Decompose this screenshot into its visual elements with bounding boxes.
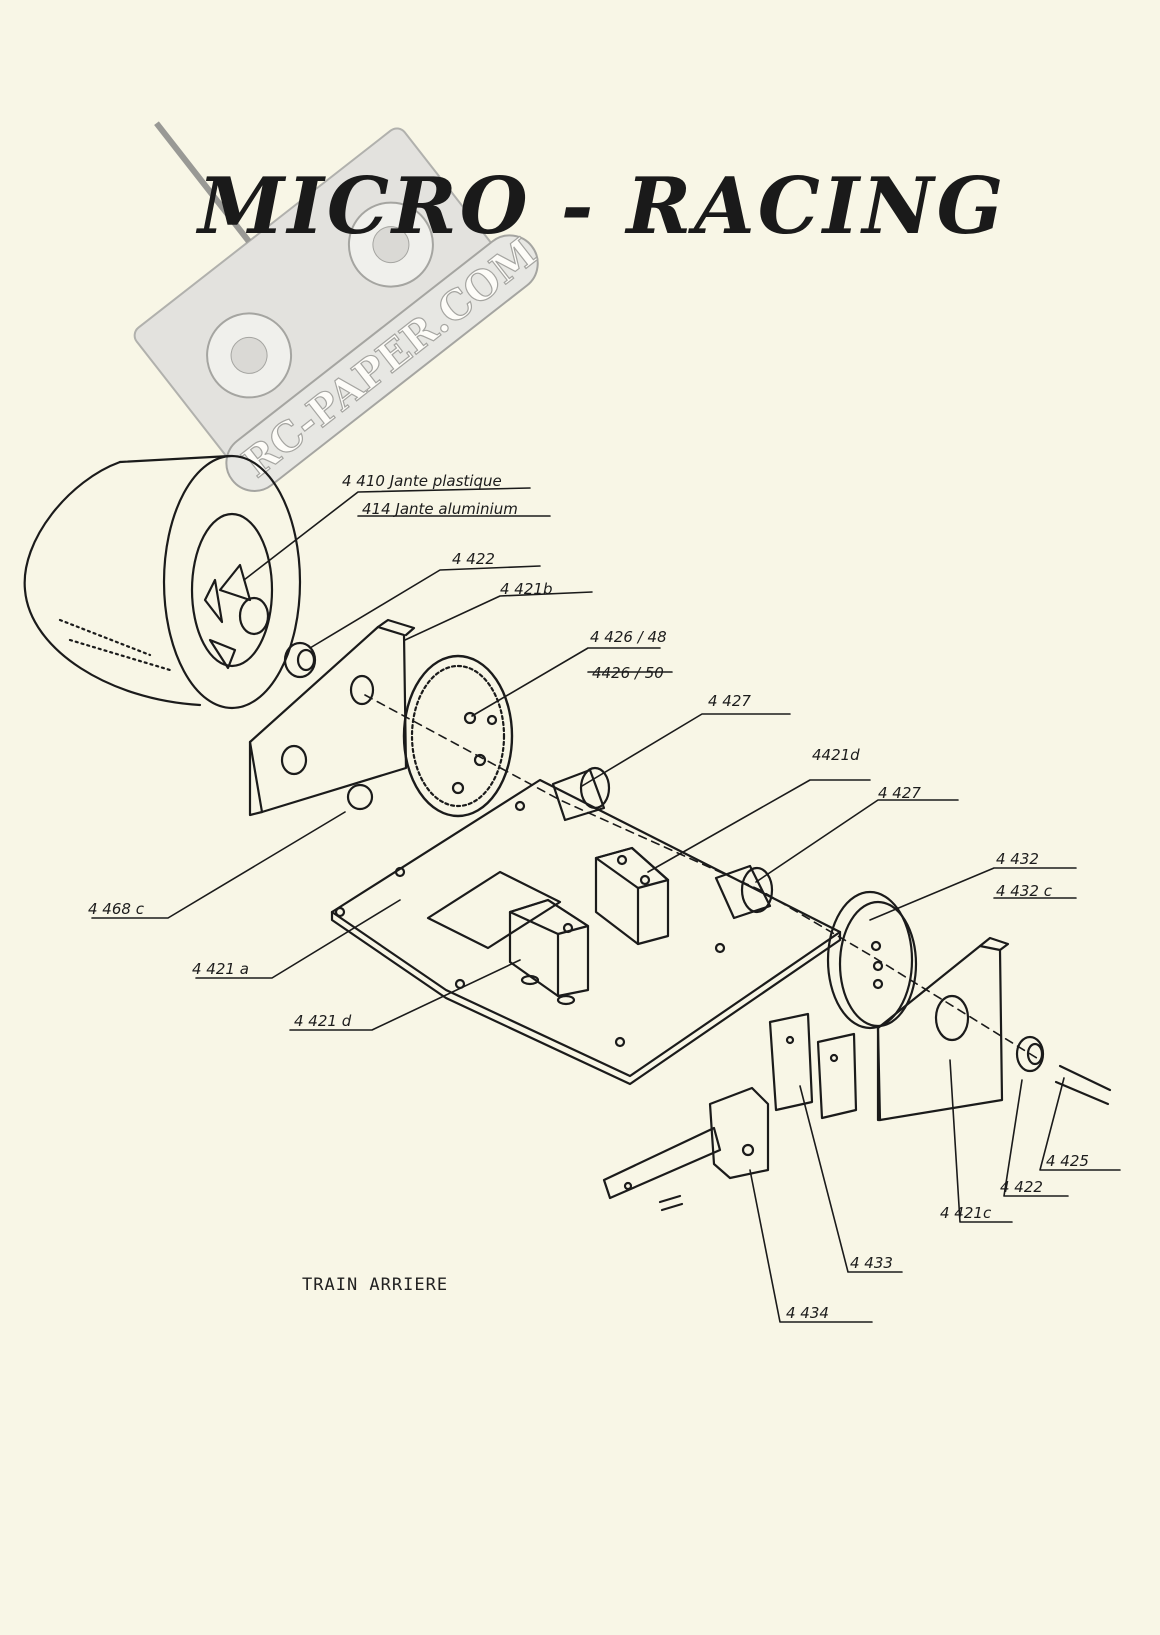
bearing-4468c [346, 783, 374, 811]
label-4426-50: 4426 / 50 [592, 664, 664, 682]
label-4433: 4 433 [850, 1254, 893, 1272]
bearing-plate-4421c [876, 936, 1010, 1122]
bearing-4422-bottom [1015, 1035, 1045, 1073]
document-title: MICRO - RACING [198, 161, 1007, 252]
label-4421a: 4 421 a [192, 960, 249, 978]
label-4468c: 4 468 c [88, 900, 145, 918]
label-4410: 4 410 Jante plastique [342, 472, 502, 490]
label-4422-bottom: 4 422 [1000, 1178, 1043, 1196]
label-4432: 4 432 [996, 850, 1039, 868]
label-4421b: 4 421b [500, 580, 552, 598]
brake-lever-4434 [602, 1086, 770, 1212]
diagram-caption: TRAIN ARRIERE [302, 1275, 449, 1295]
label-4421c: 4 421c [940, 1204, 992, 1222]
label-4427-first: 4 427 [708, 692, 751, 710]
label-4426-48: 4 426 / 48 [590, 628, 667, 646]
transmitter-antenna-icon [154, 121, 252, 244]
label-4421d-top: 4421d [812, 746, 860, 764]
label-414: 414 Jante aluminium [362, 500, 518, 518]
label-4432c: 4 432 c [996, 882, 1053, 900]
label-4422-top: 4 422 [452, 550, 495, 568]
axle-end-4425 [1054, 1064, 1112, 1106]
leader-lines [91, 487, 1121, 1323]
spur-gear-4426 [402, 654, 514, 818]
label-4434: 4 434 [786, 1304, 829, 1322]
label-4425: 4 425 [1046, 1152, 1089, 1170]
collar-4427-second [714, 864, 774, 920]
chassis-plate-4421a [330, 778, 842, 1086]
wheel-face [162, 454, 302, 710]
part-labels: 4 410 Jante plastique 414 Jante aluminiu… [88, 472, 1089, 1322]
block-4421d-lower [508, 898, 590, 1006]
wheel-hub [238, 596, 270, 636]
block-4421d-upper [594, 846, 670, 946]
brake-disc-4432 [826, 890, 918, 1030]
label-4427-second: 4 427 [878, 784, 921, 802]
bearing-plate-4421b [248, 618, 416, 817]
bearing-4422-top [283, 641, 317, 679]
label-4421d-bottom: 4 421 d [294, 1012, 352, 1030]
collar-4427-first [551, 766, 611, 822]
rear-wheel-left [23, 454, 302, 710]
brake-pads-4433 [768, 1012, 858, 1120]
